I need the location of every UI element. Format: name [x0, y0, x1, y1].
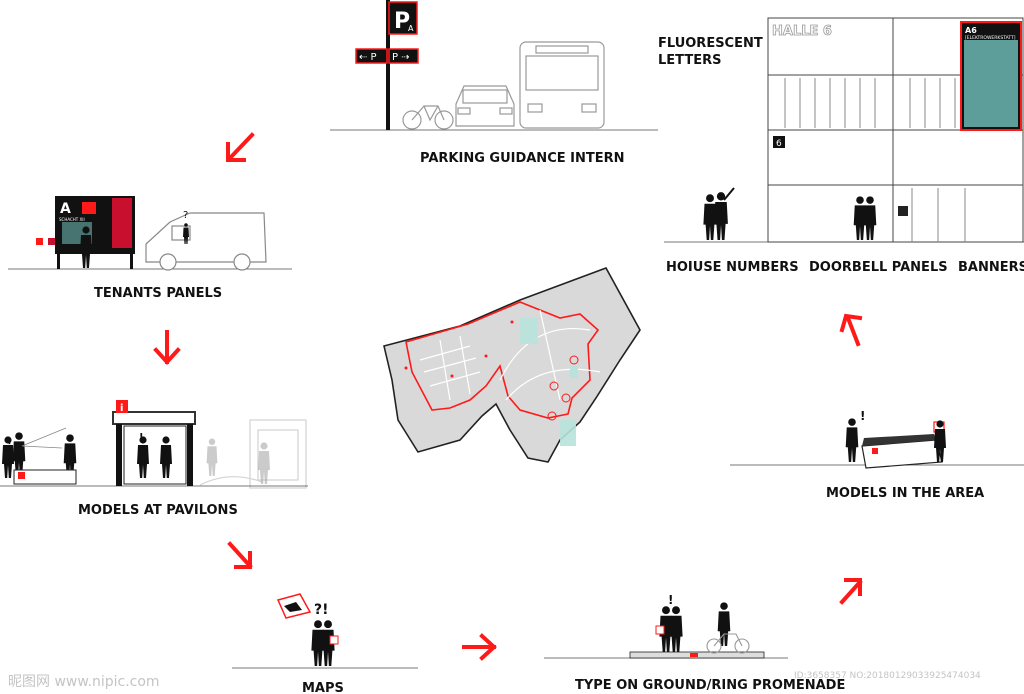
maps-scene: ?!: [232, 593, 418, 669]
site-map-area: [383, 267, 641, 463]
pavilon-exclaim-inside: !: [139, 432, 144, 443]
site-map: [383, 267, 641, 463]
parking-sign: [388, 1, 418, 35]
hall-banner-teal-panel: [964, 40, 1018, 127]
svg-text:⇠ P: ⇠ P: [359, 52, 377, 63]
flow-arrow-5: [839, 578, 863, 605]
tenant-panel-sub: SCHACHT XII: [59, 217, 85, 222]
tenants-scene: A SCHACHT XII ?: [8, 196, 292, 271]
house-numbers-label: HOIUSE NUMBERS: [666, 260, 799, 275]
hall-banner-sub: [ELEKTROWERKSTATT]: [965, 35, 1016, 41]
flow-arrow-4: [462, 633, 497, 661]
fluorescent-label-line1: FLUORESCENT: [658, 36, 763, 51]
flow-arrow-3: [227, 541, 253, 569]
watermark-right: ID:3658357 NO:20180129033925474034: [794, 671, 981, 681]
parking-guidance-scene: P A ⇠ P P ⇢: [330, 0, 658, 131]
pavilon-scene: i ! !: [0, 400, 308, 489]
bicycle-icon: [402, 105, 454, 130]
ground-scene: !: [544, 593, 788, 659]
ground-label: TYPE ON GROUND/RING PROMENADE: [575, 678, 845, 693]
van-question-mark: ?: [183, 210, 188, 221]
tenants-label: TENANTS PANELS: [94, 286, 222, 301]
hall-fluorescent-letters: HALLE 6: [772, 24, 832, 39]
van-icon: [145, 212, 267, 271]
maps-question-exclaim: ?!: [314, 602, 329, 618]
watermark-left: 昵图网 www.nipic.com: [8, 674, 160, 690]
flow-arrow-6: [839, 313, 863, 347]
ground-exclaim: !: [668, 593, 673, 607]
flow-arrow-1: [226, 132, 255, 162]
area-label: MODELS IN THE AREA: [826, 486, 984, 501]
bus-icon: [519, 41, 605, 129]
pavilon-info-mark: i: [120, 403, 123, 414]
pavilons-label: MODELS AT PAVILONS: [78, 503, 238, 518]
site-map-boundary: [405, 301, 600, 419]
car-icon: [455, 85, 515, 127]
parking-label: PARKING GUIDANCE INTERN: [420, 151, 625, 166]
hall-banner-code: A6: [965, 26, 977, 35]
tenant-panel-letter: A: [60, 201, 71, 217]
maps-label: MAPS: [302, 681, 344, 694]
ground-bicycle-icon: [706, 633, 750, 654]
parking-sign-sub: A: [408, 24, 414, 33]
fluorescent-label-line2: LETTERS: [658, 53, 721, 68]
parking-sign-letter: P: [394, 9, 410, 34]
house-number-plate: [773, 136, 785, 148]
pavilon-exclaim-left: !: [7, 437, 12, 450]
flow-arrow-2: [153, 330, 181, 365]
house-number: 6: [776, 139, 782, 149]
svg-text:P ⇢: P ⇢: [392, 52, 410, 63]
doorbell-panel-icon: [898, 206, 908, 216]
parking-arrow-sign-left: [355, 48, 388, 64]
parking-arrow-sign-right: [388, 48, 419, 64]
area-exclaim: !: [860, 409, 865, 423]
area-model-scene: !: [730, 409, 1024, 469]
banners-label: BANNERS: [958, 260, 1024, 275]
doorbell-label: DOORBELL PANELS: [809, 260, 948, 275]
pavilon-info-sign: [116, 400, 128, 413]
